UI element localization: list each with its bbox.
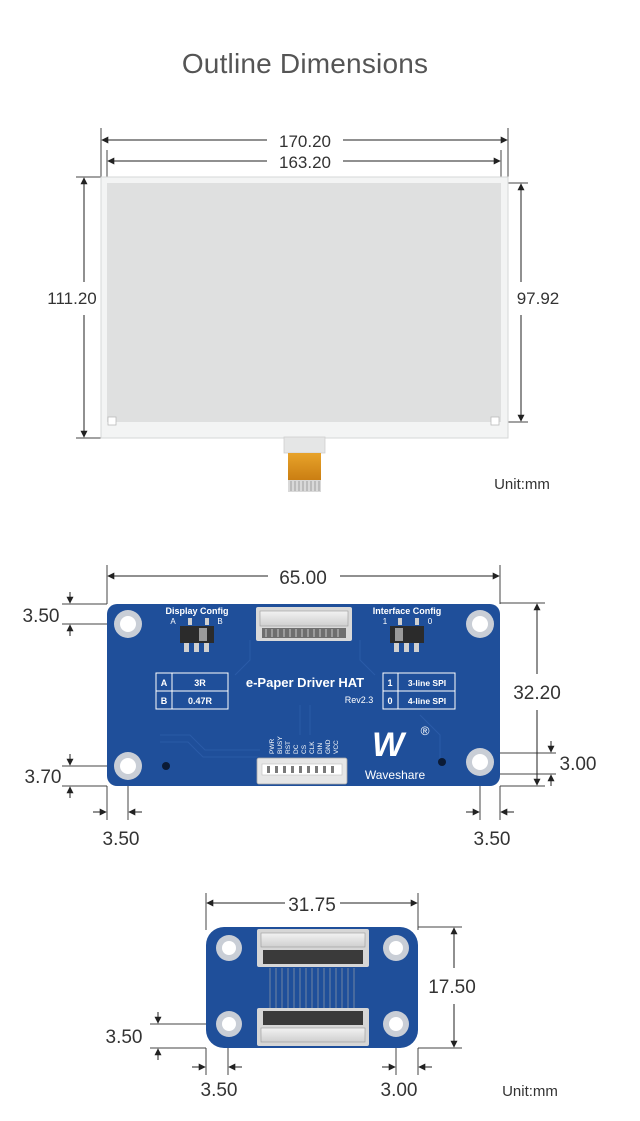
- display-config-switch: [180, 618, 214, 652]
- display-width-outer-label: 170.20: [279, 132, 331, 151]
- spi-table-value: 3-line SPI: [408, 678, 446, 688]
- pin-label: BUSY: [277, 736, 284, 754]
- adapter-width-label: 31.75: [288, 895, 336, 916]
- hat-top-hole-offset-label: 3.50: [23, 606, 60, 627]
- board-revision: Rev2.3: [345, 695, 374, 705]
- adapter-height-label: 17.50: [428, 977, 476, 998]
- hat-left-hole-x-label: 3.50: [103, 829, 140, 850]
- page-title: Outline Dimensions: [181, 48, 429, 79]
- board-title: e-Paper Driver HAT: [246, 675, 364, 690]
- display-unit-label: Unit:mm: [494, 476, 550, 493]
- adapter-hole-offset-y-label: 3.50: [106, 1027, 143, 1048]
- pin-label: CS: [301, 744, 308, 754]
- resistor-table: [155, 672, 229, 710]
- hat-right-hole-offset-label: 3.00: [560, 754, 597, 775]
- resistor-table-value: 3R: [194, 678, 206, 688]
- hat-mount-hole: [114, 610, 142, 638]
- display-height-outer-label: 111.20: [47, 289, 96, 308]
- pin-label: DIN: [317, 743, 324, 755]
- pin-label: GND: [325, 739, 332, 754]
- hat-mount-hole: [466, 748, 494, 776]
- hat-mount-hole: [466, 610, 494, 638]
- spi-table-key: 1: [387, 678, 392, 688]
- adapter-unit-label: Unit:mm: [502, 1083, 558, 1100]
- switch-label-1: 1: [383, 617, 388, 626]
- resistor-table-value: 0.47R: [188, 696, 213, 706]
- adapter-hole-offset-left-label: 3.50: [201, 1080, 238, 1101]
- waveshare-logo: W ® Waveshare: [365, 724, 430, 782]
- hat-fpc-connector-top: [256, 607, 352, 641]
- spi-table-value: 4-line SPI: [408, 696, 446, 706]
- epaper-active-area: [107, 183, 501, 422]
- display-config-label: Display Config: [165, 606, 228, 616]
- switch-label-b: B: [217, 617, 222, 626]
- display-width-inner-label: 163.20: [279, 153, 331, 172]
- hat-bottom-hole-offset-label: 3.70: [25, 767, 62, 788]
- registered-mark: ®: [421, 724, 430, 738]
- brand-name: Waveshare: [365, 768, 426, 782]
- adapter-fpc-connector-top: [257, 929, 369, 967]
- pin-label: RST: [285, 741, 292, 754]
- logo-mark: W: [372, 726, 407, 764]
- pin-label: VCC: [333, 740, 340, 754]
- display-diagram: 170.20 163.20 111.20 97.92 Unit:mm: [47, 128, 559, 493]
- hat-pin-header-connector: [256, 757, 348, 785]
- pin-label: PWR: [269, 739, 276, 754]
- interface-config-label: Interface Config: [373, 606, 442, 616]
- display-height-inner-label: 97.92: [517, 289, 560, 308]
- adapter-mount-hole: [216, 935, 242, 961]
- hat-width-label: 65.00: [279, 568, 327, 589]
- resistor-table-key: B: [161, 696, 168, 706]
- adapter-mount-hole: [383, 935, 409, 961]
- resistor-table-key: A: [161, 678, 168, 688]
- adapter-fpc-connector-bottom: [257, 1008, 369, 1046]
- driver-hat-diagram: 65.00 32.20 3.50 3.70 3.00 3.50 3.50: [23, 565, 597, 850]
- adapter-diagram: 31.75 17.50 3.50 3.50 3.00: [106, 893, 558, 1101]
- hat-mount-hole: [114, 752, 142, 780]
- pin-label: CLK: [309, 741, 316, 754]
- adapter-mount-hole: [383, 1011, 409, 1037]
- spi-table-key: 0: [387, 696, 392, 706]
- switch-label-0: 0: [428, 617, 433, 626]
- fpc-ribbon: [283, 436, 326, 492]
- spi-table: [382, 672, 456, 710]
- adapter-mount-hole: [216, 1011, 242, 1037]
- pin-labels: PWR BUSY RST DC CS CLK DIN GND VCC: [269, 736, 340, 754]
- hat-height-label: 32.20: [513, 683, 561, 704]
- interface-config-switch: [390, 618, 424, 652]
- hat-right-hole-x-label: 3.50: [474, 829, 511, 850]
- adapter-hole-offset-right-label: 3.00: [381, 1080, 418, 1101]
- switch-label-a: A: [170, 617, 176, 626]
- pin-label: DC: [293, 744, 300, 754]
